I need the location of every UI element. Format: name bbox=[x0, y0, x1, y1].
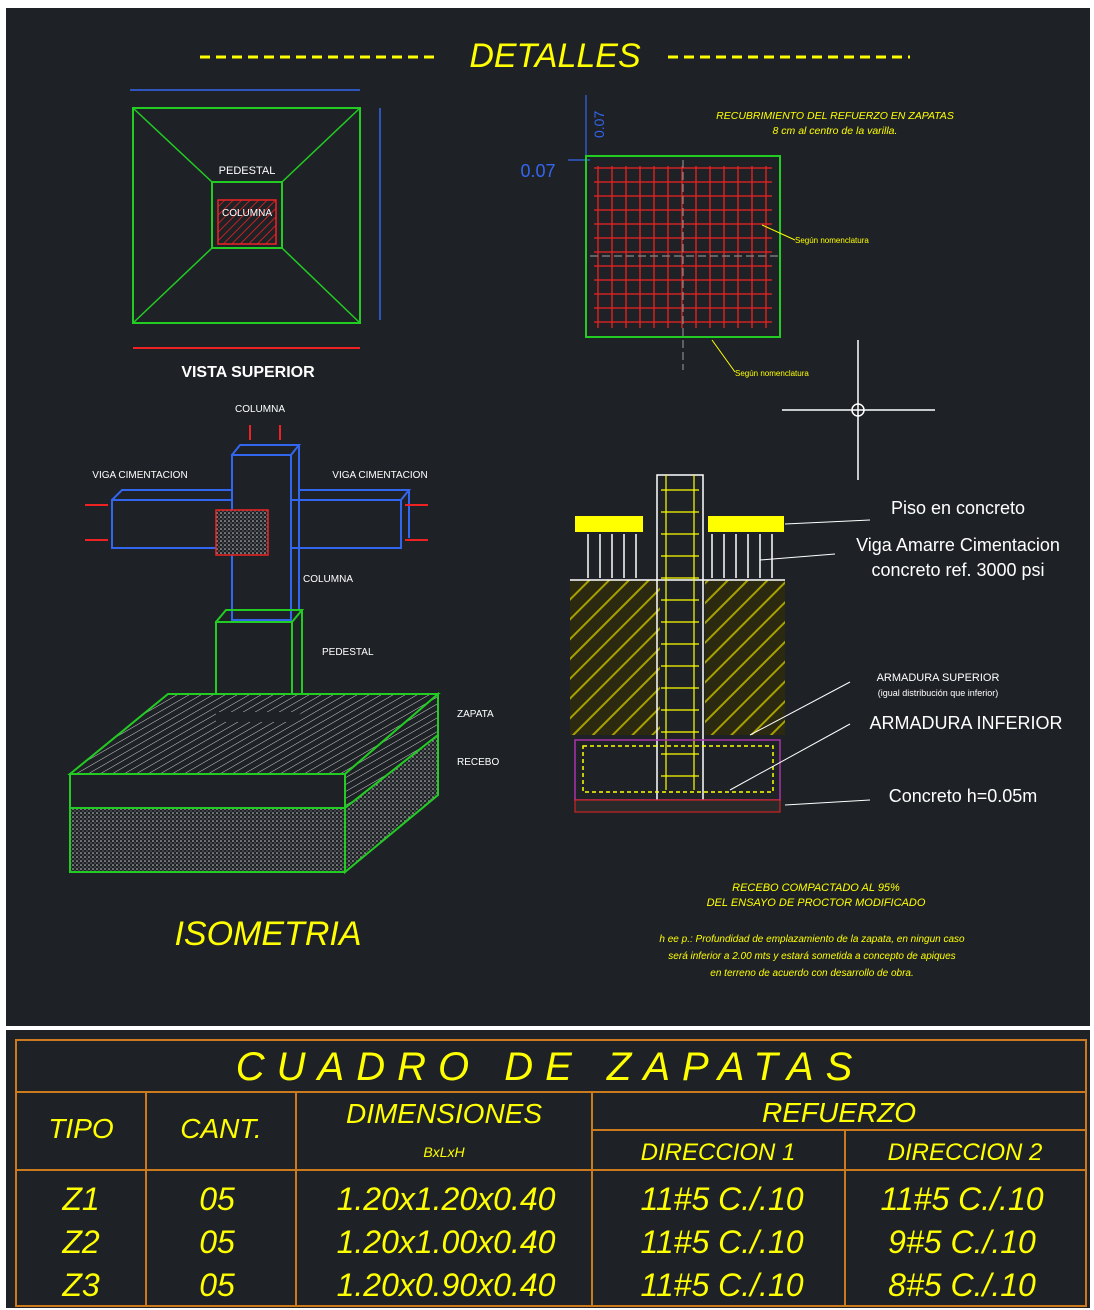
beam-right-label: VIGA CIMENTACION bbox=[332, 470, 427, 481]
beam-label-2: concreto ref. 3000 psi bbox=[871, 560, 1044, 580]
cell-cant: 05 bbox=[199, 1267, 235, 1303]
fill-label: RECEBO bbox=[457, 757, 499, 768]
cell-dimensiones: 1.20x1.20x0.40 bbox=[337, 1181, 556, 1217]
soil-right bbox=[705, 580, 785, 735]
cursor-crosshair bbox=[782, 340, 935, 480]
depth-note-3: en terreno de acuerdo con desarrollo de … bbox=[710, 968, 913, 979]
cell-tipo: Z2 bbox=[61, 1224, 100, 1260]
soil-left bbox=[570, 580, 660, 735]
fill-note-1: RECEBO COMPACTADO AL 95% bbox=[732, 882, 900, 894]
isometric-title: ISOMETRIA bbox=[174, 915, 361, 953]
cover-subtitle: 8 cm al centro de la varilla. bbox=[773, 125, 898, 137]
depth-note-1: h ee p.: Profundidad de emplazamiento de… bbox=[659, 934, 965, 945]
top-view: PEDESTAL COLUMNA VISTA SUPERIOR bbox=[130, 89, 381, 381]
header-cant: CANT. bbox=[180, 1113, 261, 1144]
isometric-view: COLUMNA VIGA CIMENTACION VIGA CIMENTACIO… bbox=[67, 404, 499, 953]
cell-direccion-1: 11#5 C./.10 bbox=[640, 1224, 803, 1260]
fill-note-2: DEL ENSAYO DE PROCTOR MODIFICADO bbox=[707, 897, 926, 909]
cover-title: RECUBRIMIENTO DEL REFUERZO EN ZAPATAS bbox=[716, 110, 954, 122]
floor-slab-left bbox=[575, 516, 643, 532]
lean-concrete bbox=[574, 799, 781, 813]
footing-plan-outline bbox=[585, 155, 781, 338]
column-ties bbox=[661, 489, 699, 777]
table-title: CUADRO DE ZAPATAS bbox=[236, 1045, 865, 1089]
cell-dimensiones: 1.20x0.90x0.40 bbox=[337, 1267, 556, 1303]
header-title: DETALLES bbox=[469, 37, 641, 75]
header-dimensiones-sub: BxLxH bbox=[423, 1144, 465, 1160]
header-tipo: TIPO bbox=[48, 1113, 113, 1144]
iso-column-top-label: COLUMNA bbox=[235, 404, 285, 415]
lean-concrete-label: Concreto h=0.05m bbox=[889, 786, 1038, 806]
cell-cant: 05 bbox=[199, 1181, 235, 1217]
top-rebar-note: (igual distribución que inferior) bbox=[878, 688, 999, 698]
column-section bbox=[217, 199, 277, 245]
cell-direccion-2: 9#5 C./.10 bbox=[888, 1224, 1036, 1260]
bottom-rebar-label: ARMADURA INFERIOR bbox=[869, 713, 1062, 733]
top-view-title: VISTA SUPERIOR bbox=[181, 364, 315, 381]
callout-2: Según nomenclatura bbox=[735, 369, 809, 378]
cell-cant: 05 bbox=[199, 1224, 235, 1260]
footing-outline bbox=[132, 107, 361, 324]
header-dir2: DIRECCION 2 bbox=[888, 1139, 1043, 1166]
header-dir1: DIRECCION 1 bbox=[641, 1139, 796, 1166]
pedestal-outline bbox=[211, 181, 283, 249]
column-mid-label: COLUMNA bbox=[303, 574, 353, 585]
callout-1: Según nomenclatura bbox=[795, 236, 869, 245]
footing-section: Piso en concreto Viga Amarre Cimentacion… bbox=[570, 474, 1063, 979]
footing-label: ZAPATA bbox=[457, 709, 494, 720]
cell-direccion-1: 11#5 C./.10 bbox=[640, 1267, 803, 1303]
beam-label-1: Viga Amarre Cimentacion bbox=[856, 535, 1060, 555]
fill-layer bbox=[69, 807, 346, 873]
dim-left: 0.07 bbox=[520, 161, 555, 181]
dim-top: 0.07 bbox=[591, 111, 607, 138]
header-refuerzo: REFUERZO bbox=[762, 1097, 916, 1128]
cell-dimensiones: 1.20x1.00x0.40 bbox=[337, 1224, 556, 1260]
beam-left-label: VIGA CIMENTACION bbox=[92, 470, 187, 481]
cell-direccion-1: 11#5 C./.10 bbox=[640, 1181, 803, 1217]
rebar-plan: RECUBRIMIENTO DEL REFUERZO EN ZAPATAS 8 … bbox=[520, 95, 954, 480]
beam-studs bbox=[587, 534, 773, 578]
pedestal-label: PEDESTAL bbox=[219, 165, 276, 177]
footing-front-face bbox=[69, 773, 346, 809]
header-dimensiones: DIMENSIONES bbox=[346, 1098, 542, 1129]
table-rows: Z1 05 1.20x1.20x0.40 11#5 C./.10 11#5 C./.10… bbox=[61, 1181, 1043, 1303]
cell-tipo: Z1 bbox=[61, 1181, 99, 1217]
pedestal-iso-label: PEDESTAL bbox=[322, 647, 374, 658]
cell-tipo: Z3 bbox=[61, 1267, 100, 1303]
column-label: COLUMNA bbox=[222, 208, 272, 219]
header: DETALLES bbox=[200, 37, 910, 75]
floor-label: Piso en concreto bbox=[891, 498, 1025, 518]
joint-section bbox=[215, 509, 269, 556]
cell-direccion-2: 11#5 C./.10 bbox=[880, 1181, 1043, 1217]
floor-slab-right bbox=[708, 516, 784, 532]
rebar-cage bbox=[582, 745, 774, 793]
footing-table bbox=[15, 1039, 1087, 1307]
top-rebar-label: ARMADURA SUPERIOR bbox=[877, 672, 1000, 684]
beam-right bbox=[290, 499, 402, 549]
depth-note-2: será inferior a 2.00 mts y estará someti… bbox=[668, 951, 955, 962]
column-body bbox=[231, 454, 292, 621]
cell-direccion-2: 8#5 C./.10 bbox=[888, 1267, 1036, 1303]
